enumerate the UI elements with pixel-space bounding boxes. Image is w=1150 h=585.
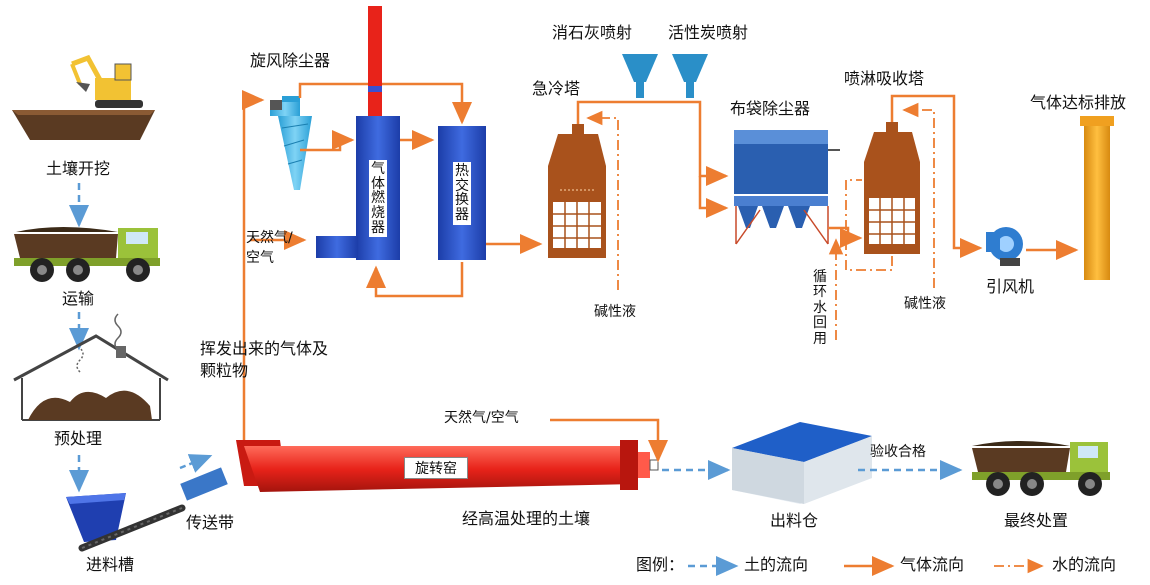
label-alkaline-1: 碱性液 xyxy=(594,304,636,320)
volatile-gas-line xyxy=(242,90,265,440)
legend-water-label: 水的流向 xyxy=(1052,555,1117,574)
label-pretreatment: 预处理 xyxy=(54,429,103,448)
label-rotary-kiln: 旋转窑 xyxy=(404,457,468,479)
label-final-disposal: 最终处置 xyxy=(1004,511,1069,530)
storage-building-icon xyxy=(732,422,872,504)
quench-tower xyxy=(548,124,606,258)
excavation-icon xyxy=(12,54,155,140)
label-gas-burner: 气体燃烧器 xyxy=(369,160,387,238)
label-lime-spray: 消石灰喷射 xyxy=(552,23,633,42)
label-feed-trough: 进料槽 xyxy=(86,555,135,574)
carbon-hopper-icon xyxy=(672,54,708,98)
label-conveyor: 传送带 xyxy=(186,513,235,532)
gas-line-hx-loop xyxy=(366,262,464,298)
gas-burner xyxy=(316,6,400,260)
legend-title: 图例： xyxy=(636,555,685,574)
label-heat-exchanger: 热交换器 xyxy=(453,162,471,225)
gas-line-bag-to-spray xyxy=(828,226,863,248)
label-alkaline-2: 碱性液 xyxy=(904,296,946,312)
spray-absorption-tower xyxy=(864,122,920,254)
label-transport: 运输 xyxy=(62,289,95,308)
label-treated-soil: 经高温处理的土壤 xyxy=(462,509,591,528)
label-cyclone: 旋风除尘器 xyxy=(250,51,331,70)
emission-stack-icon xyxy=(1080,116,1114,280)
label-bag-filter: 布袋除尘器 xyxy=(730,99,811,118)
kiln-gas-inlet xyxy=(550,418,668,463)
final-disposal-truck-icon xyxy=(972,441,1110,496)
conveyor-icon xyxy=(179,454,228,501)
cyclone-icon xyxy=(270,96,312,190)
legend-gas-label: 气体流向 xyxy=(900,555,965,574)
label-spray-tower: 喷淋吸收塔 xyxy=(844,69,925,88)
pretreatment-shed-icon xyxy=(13,313,169,421)
label-carbon-spray: 活性炭喷射 xyxy=(668,23,749,42)
gas-line-bag-inlet-2 xyxy=(698,176,729,218)
lime-hopper-icon xyxy=(622,54,658,98)
label-acceptance: 验收合格 xyxy=(870,444,926,460)
label-excavation: 土壤开挖 xyxy=(46,159,111,178)
dump-truck-icon xyxy=(14,227,160,282)
label-storage: 出料仓 xyxy=(770,511,819,530)
bag-filter xyxy=(734,130,840,245)
label-quench-tower: 急冷塔 xyxy=(532,79,581,98)
legend-soil-label: 土的流向 xyxy=(744,555,809,574)
feed-trough-icon xyxy=(66,493,186,552)
label-burner-gas-inlet: 天然气/空气 xyxy=(246,230,293,267)
label-emission: 气体达标排放 xyxy=(1030,93,1127,112)
label-kiln-gas-inlet: 天然气/空气 xyxy=(444,410,519,426)
label-volatile-gas: 挥发出来的气体及颗粒物 xyxy=(200,339,329,380)
gas-line-burner-inlet xyxy=(300,130,355,152)
gas-line-quench-to-bag xyxy=(576,100,729,186)
water-line-recycle xyxy=(845,179,893,271)
label-fan: 引风机 xyxy=(986,277,1035,296)
gas-line-spray-to-fan xyxy=(890,94,983,258)
induced-fan-icon xyxy=(986,227,1023,266)
label-recycled-water: 循环水回用 xyxy=(813,269,827,347)
